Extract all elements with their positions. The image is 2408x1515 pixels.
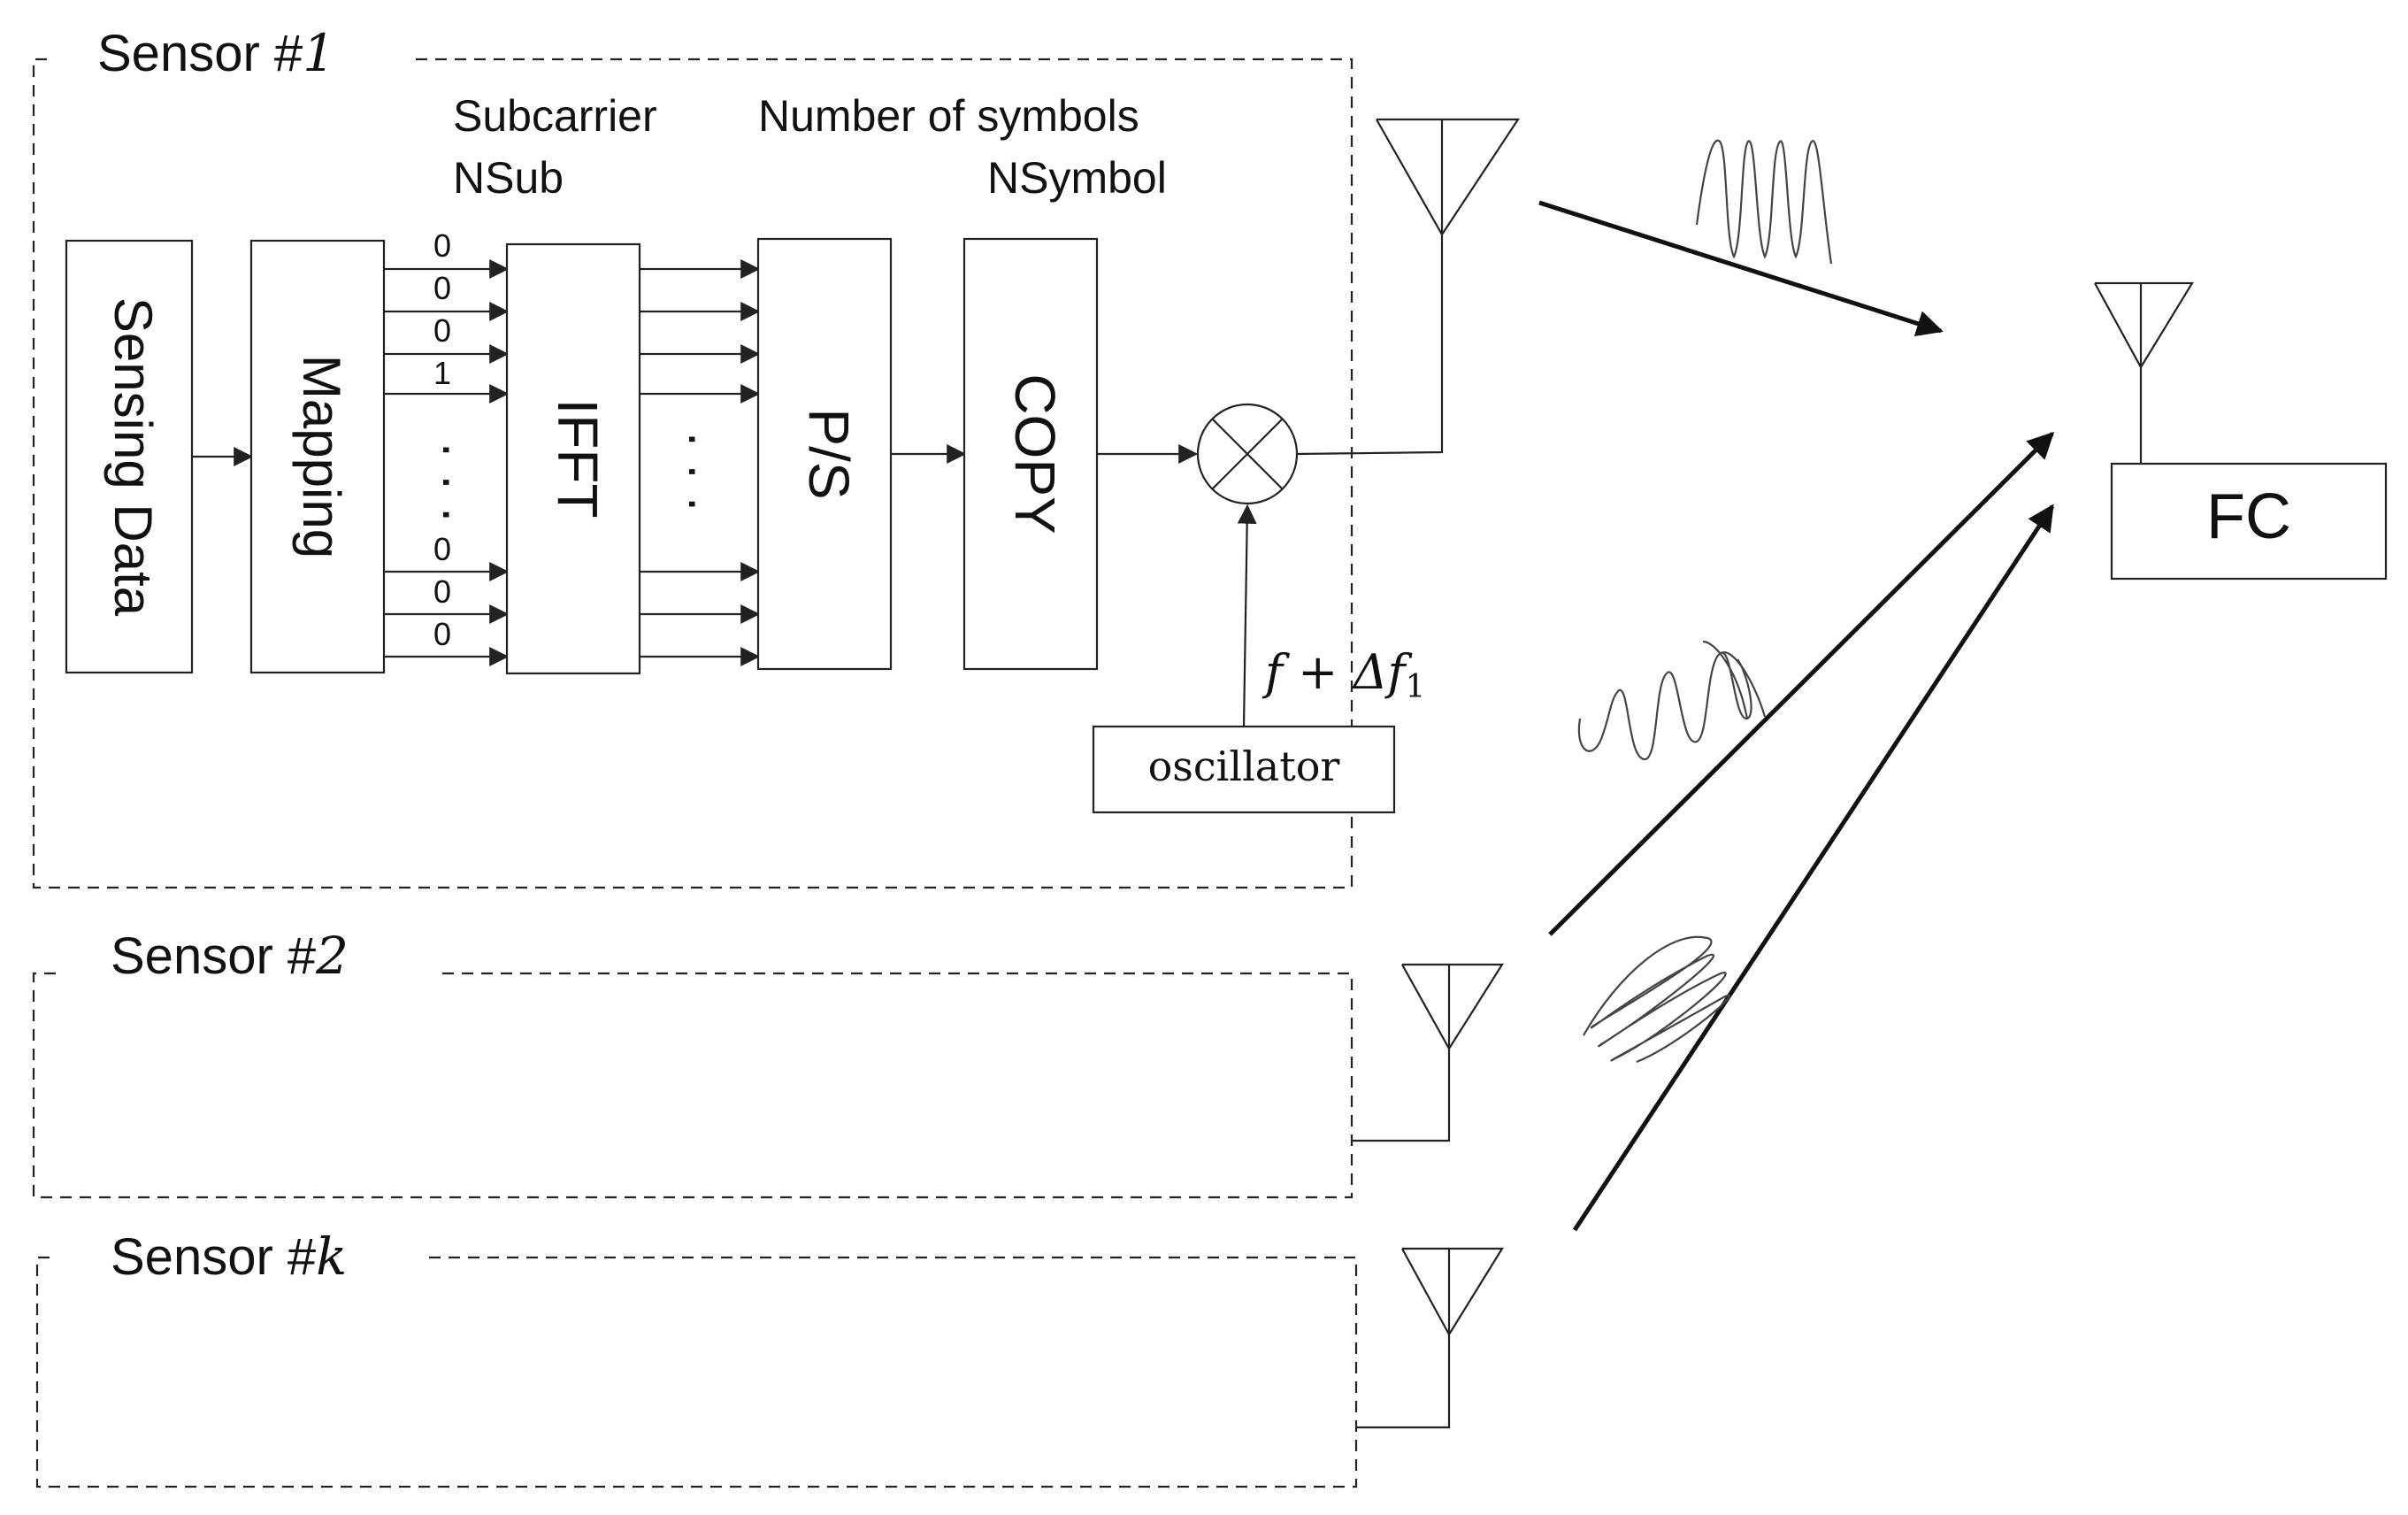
- fc-block: [2110, 462, 2388, 581]
- wire-sensor-k-to-antenna: [1356, 1334, 1451, 1429]
- sensor-2-group: Sensor #2: [32, 926, 1504, 1199]
- antenna-icon: [1401, 1247, 1504, 1337]
- ifft-output-arrows: [640, 259, 761, 666]
- frequency-label: f + Δf1: [1262, 644, 1425, 705]
- fusion-center-group: FC: [2094, 281, 2388, 581]
- link-sensor-2-to-fc: [1548, 431, 2055, 936]
- mixer-icon: [1196, 403, 1299, 505]
- ifft-label: IFFT: [546, 398, 610, 518]
- sensor-2-title: Sensor #2: [111, 926, 349, 986]
- nsub-header: NSub: [453, 153, 564, 203]
- sensor-k-group: Sensor #k: [35, 1227, 1504, 1488]
- sensing-data-block: [65, 239, 194, 674]
- bit-label: 0: [433, 312, 451, 349]
- wire-sensor-2-to-antenna: [1352, 1049, 1451, 1142]
- sensor-k-title: Sensor #k: [111, 1227, 347, 1287]
- subcarrier-bits: 0 0 0 1 0 0 0: [433, 227, 451, 652]
- link-sensor-1-to-fc: [1538, 200, 1944, 337]
- link-sensor-k-to-fc: [1572, 504, 2055, 1232]
- fc-label: FC: [2206, 481, 2291, 552]
- sensor-1-title: Sensor #1: [97, 23, 335, 83]
- mapping-label: Mapping: [292, 355, 351, 558]
- wire-mixer-to-antenna-1: [1296, 235, 1444, 456]
- subcarrier-header: Subcarrier: [453, 91, 657, 141]
- antenna-icon: [1401, 963, 1504, 1051]
- arrow-oscillator-to-mixer: [1237, 504, 1257, 727]
- sine-wave-icon: [1583, 935, 1731, 1064]
- bit-label: 0: [433, 573, 451, 610]
- sine-wave-icon: [1695, 139, 1833, 265]
- bit-label: 0: [433, 227, 451, 264]
- bit-label: 0: [433, 616, 451, 652]
- nsymbol-header: NSymbol: [987, 153, 1167, 203]
- sensing-data-label: Sensing Data: [104, 297, 163, 617]
- antenna-icon: [1376, 118, 1521, 237]
- ifft-block: [505, 242, 641, 675]
- ps-block: [756, 237, 893, 671]
- sensor-2-frame: [32, 972, 1354, 1199]
- oscillator-block: [1092, 725, 1396, 814]
- sensor-k-frame: [35, 1256, 1358, 1488]
- bit-label: 1: [433, 355, 451, 391]
- subcarrier-arrows: [384, 259, 510, 666]
- symbols-header: Number of symbols: [758, 91, 1139, 141]
- ps-label: P/S: [797, 408, 861, 499]
- antenna-icon: [2094, 281, 2194, 370]
- copy-label: COPY: [1003, 373, 1067, 534]
- sensor-1-group: Sensor #1 Subcarrier NSub Number of symb…: [32, 23, 1521, 889]
- bit-label: 0: [433, 270, 451, 306]
- ellipsis-mapping: · · ·: [420, 441, 479, 523]
- sine-wave-icon: [1577, 640, 1767, 761]
- mapping-block: [249, 239, 386, 674]
- ellipsis-ifft: · · ·: [666, 430, 725, 512]
- sensor-1-frame: [32, 58, 1354, 889]
- oscillator-label: oscillator: [1148, 742, 1340, 790]
- bit-label: 0: [433, 531, 451, 567]
